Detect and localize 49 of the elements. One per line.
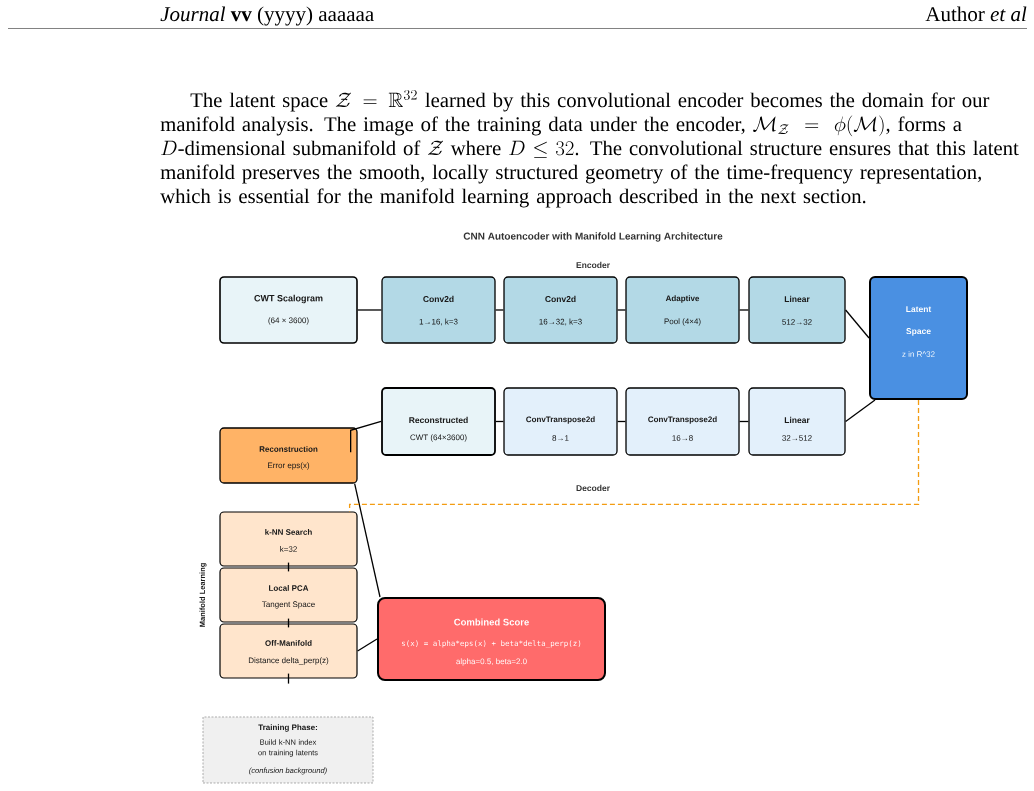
connector-line xyxy=(287,561,290,573)
connector-line xyxy=(287,672,290,685)
connector-line xyxy=(495,309,504,311)
diagram-title: CNN Autoencoder with Manifold Learning Architecture xyxy=(463,232,723,242)
process-box: k-NN Search k=32 xyxy=(219,511,358,567)
label: learned by this convolutional encoder becomes the domain for our xyxy=(425,92,990,112)
running-header: Author et al xyxy=(925,6,1027,22)
label: $\mathcal{Z}$ xyxy=(427,140,444,155)
latent-box: Latent Space z in R^32 xyxy=(869,276,968,400)
layer-box: Linear 32→512 xyxy=(748,387,846,456)
label: -dimensional submanifold of xyxy=(178,140,421,156)
layer-box: Conv2d 1→16, k=3 xyxy=(381,276,496,344)
label: , forms a xyxy=(886,116,962,135)
label: $\mathcal{M}_{\mathcal{Z}} = \phi(\mathcal{M})$ xyxy=(753,115,884,137)
connector-line xyxy=(354,483,381,598)
connector-line xyxy=(495,420,504,423)
error-box: Reconstruction Error eps(x) xyxy=(219,427,358,484)
section-label: Encoder xyxy=(576,261,610,269)
connector-line xyxy=(617,309,626,311)
connector-line xyxy=(845,399,876,423)
process-box: Local PCA Tangent Space xyxy=(219,567,358,623)
layer-box: Linear 512→32 xyxy=(748,276,846,344)
connector-line xyxy=(739,420,749,423)
process-box: Off-Manifold Distance delta_perp(z) xyxy=(219,623,358,679)
label: The latent space xyxy=(190,92,328,112)
body-paragraph: The latent space $\mathcal{Z} = \mathbb{R}^{32}$ learned by this convolutional encoder becomes the domain for our manifold analysis. The image of the training data under the encoder, $\mathcal{M}_{\mathcal{Z}} = \phi(\mathcal{M})$, forms a $D$-dimensional submanifold of $\mathcal{Z}$ where $D \leq 32$. The convolutional structure ensures that this latent manifold preserves the smooth, locally structured geometry of the time-frequency representation, which is essential for the manifold learning approach described in the next section. xyxy=(160,89,1019,208)
label: $D$ xyxy=(161,140,177,155)
connector-line xyxy=(287,617,290,629)
output-box: Reconstructed CWT (64×3600) xyxy=(381,387,496,456)
layer-box: Adaptive Pool (4×4) xyxy=(625,276,740,344)
label: manifold preserves the smooth, locally structured geometry of the time-frequency representation, xyxy=(160,164,981,184)
input-box: CWT Scalogram (64 × 3600) xyxy=(219,276,358,344)
layer-box: ConvTranspose2d 8→1 xyxy=(503,387,618,456)
connector-line xyxy=(617,420,626,423)
label: which is essential for the manifold learning approach described in the next section. xyxy=(160,188,866,208)
label: manifold analysis. The image of the training data under the encoder, xyxy=(160,116,745,136)
label: where xyxy=(450,140,501,156)
connector-line xyxy=(357,309,382,311)
section-label: Decoder xyxy=(576,484,610,492)
layer-box: Conv2d 16→32, k=3 xyxy=(503,276,618,344)
label: $\mathcal{Z} = \mathbb{R}^{32}$ xyxy=(335,89,417,107)
connector-line xyxy=(350,420,382,453)
connector-line xyxy=(739,309,749,311)
connector-line xyxy=(845,309,870,339)
layer-box: ConvTranspose2d 16→8 xyxy=(625,387,740,456)
label: $D \leq 32$ xyxy=(509,140,574,158)
label: . The convolutional structure ensures that this latent xyxy=(575,140,1019,156)
running-header: Journal vv (yyyy) aaaaaa xyxy=(160,6,374,26)
connector-line xyxy=(356,638,378,652)
